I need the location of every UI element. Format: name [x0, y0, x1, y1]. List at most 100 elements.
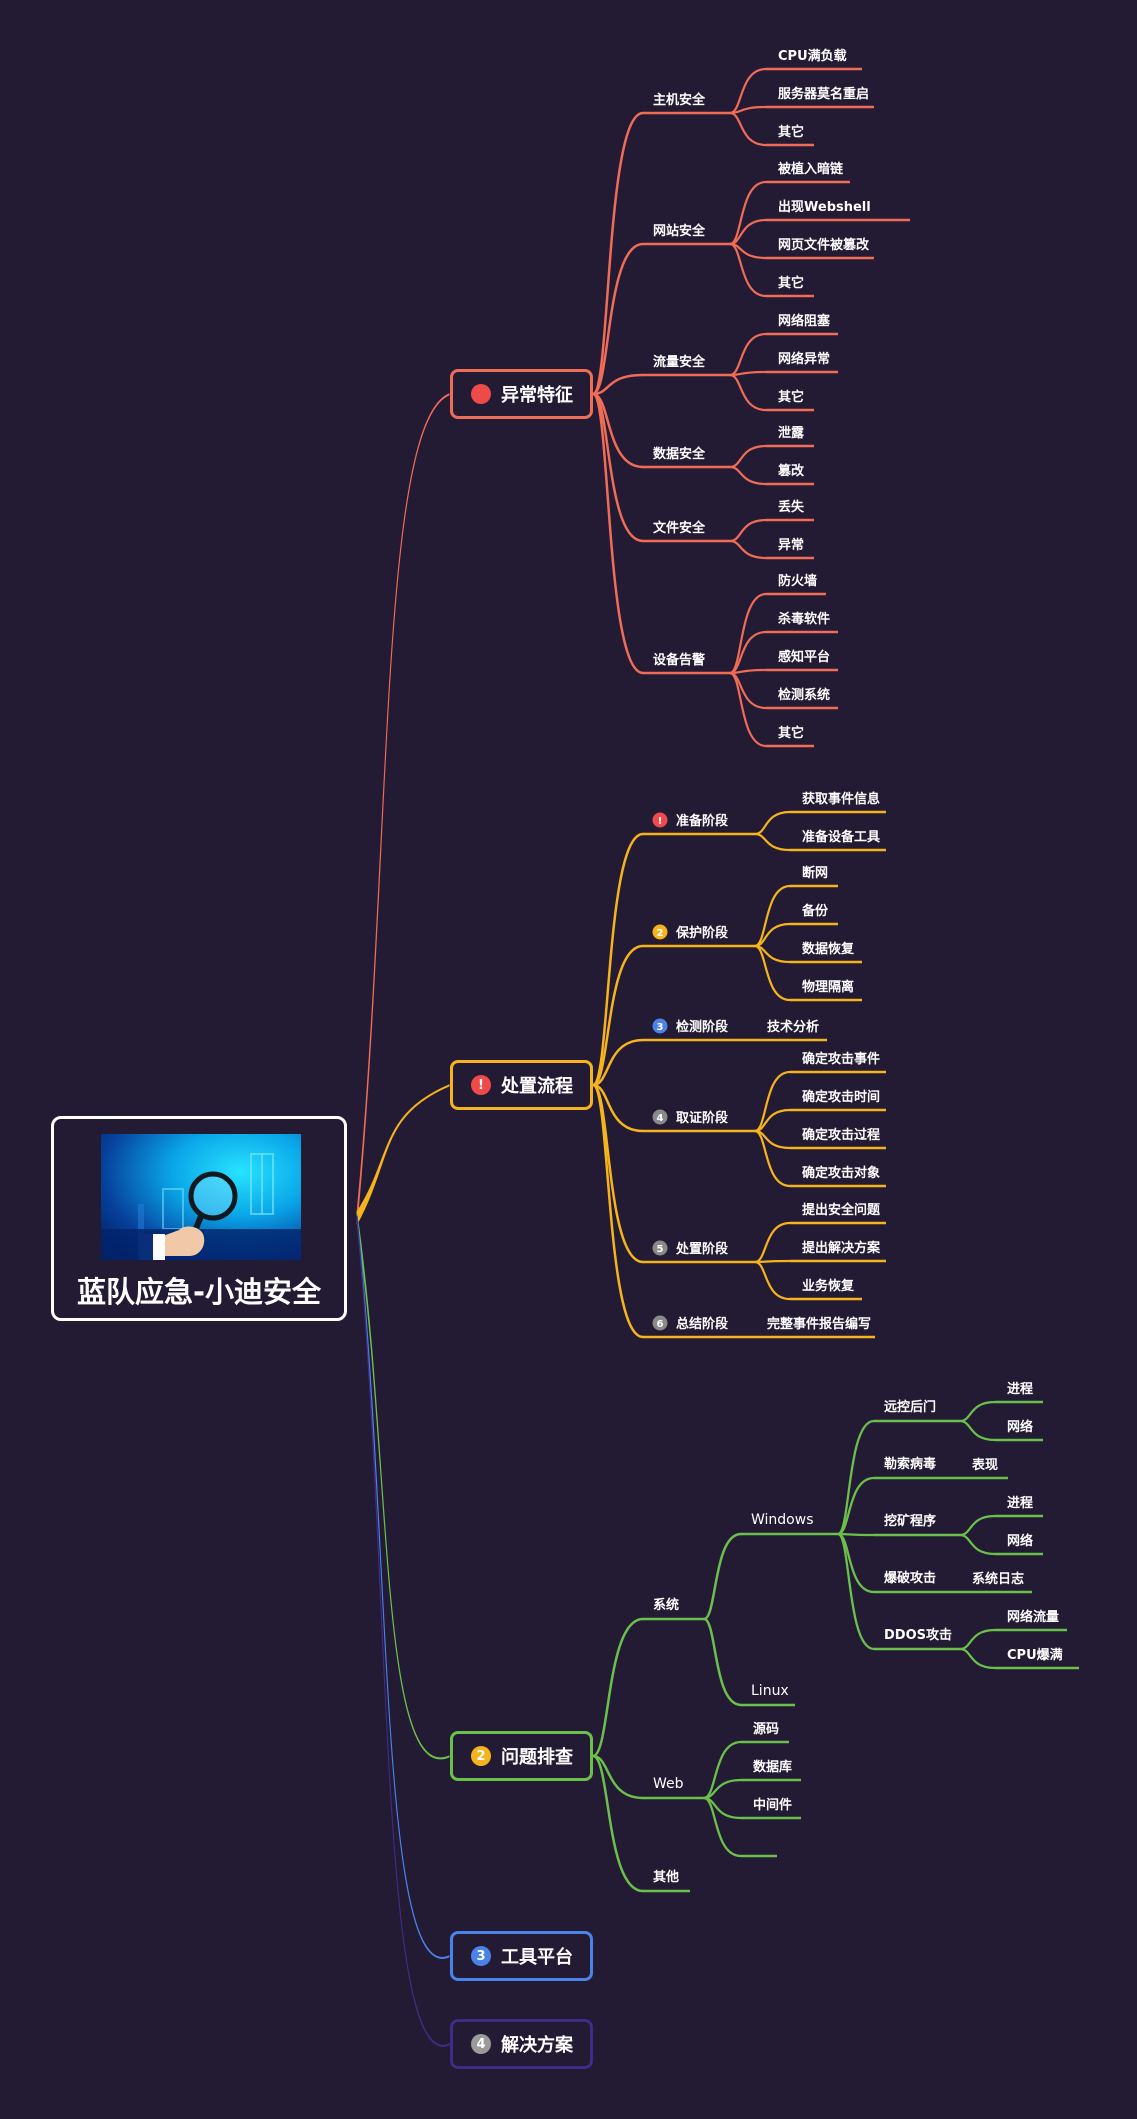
node-abnormal-features[interactable]: 异常特征: [450, 369, 593, 419]
phase-badge-icon: [652, 812, 668, 828]
abnormal-item-connector: [728, 332, 768, 377]
windows-leaf-label: 网络: [1007, 1419, 1033, 1435]
abnormal-item-label: 其它: [778, 725, 804, 741]
process-item-label: 数据恢复: [802, 941, 855, 957]
magnifier-hand-image: [101, 1134, 301, 1260]
node-tool-platform[interactable]: 3 工具平台: [450, 1931, 593, 1981]
node-handling-process[interactable]: ! 处置流程: [450, 1060, 593, 1110]
process-item-connector: [753, 832, 792, 852]
windows-leaf-connector: [958, 1647, 997, 1670]
windows-leaf-label: 网络流量: [1007, 1609, 1059, 1625]
root-node[interactable]: 蓝队应急-小迪安全: [51, 1116, 347, 1321]
abnormal-group-label: 设备告警: [653, 652, 705, 668]
node-abnormal-features-label: 异常特征: [501, 385, 573, 406]
process-phase-label: 处置阶段: [675, 1241, 728, 1257]
process-item-label: 确定攻击过程: [802, 1127, 880, 1143]
abnormal-item-connector: [728, 180, 768, 246]
root-title: 蓝队应急-小迪安全: [76, 1275, 322, 1309]
abnormal-item-label: 网络异常: [778, 351, 830, 367]
windows-leaf-label: 系统日志: [972, 1571, 1024, 1587]
abnormal-item-label: 篡改: [778, 463, 805, 479]
number-3-badge-icon: 3: [471, 1946, 491, 1966]
abnormal-item-connector: [728, 444, 768, 469]
process-item-label: 准备设备工具: [802, 829, 880, 845]
web-item-connector: [702, 1740, 743, 1800]
node-handling-process-label: 处置流程: [501, 1076, 573, 1097]
windows-leaf-label: 进程: [1007, 1382, 1033, 1397]
windows-connector: [702, 1532, 743, 1621]
phase-badge-icon: [652, 1109, 668, 1125]
process-item-connector: [753, 1070, 792, 1133]
abnormal-item-label: 丢失: [778, 499, 805, 515]
windows-leaf-label: CPU爆满: [1007, 1647, 1063, 1663]
abnormal-group-connector: [591, 242, 645, 396]
abnormal-group-label: 主机安全: [653, 92, 706, 108]
abnormal-item-connector: [728, 111, 768, 147]
phase-badge-icon-text: 3: [657, 1022, 664, 1033]
windows-item-label: 远控后门: [884, 1399, 936, 1415]
phase-badge-icon-text: 6: [657, 1319, 664, 1330]
phase-badge-icon-text: 4: [657, 1113, 664, 1124]
abnormal-item-label: 服务器莫名重启: [778, 86, 869, 102]
abnormal-item-label: 被植入暗链: [777, 161, 844, 177]
abnormal-item-connector: [728, 671, 768, 748]
windows-item-connector: [836, 1532, 876, 1651]
number-2-badge-icon: 2: [471, 1746, 491, 1766]
windows-item-label: DDOS攻击: [884, 1627, 952, 1643]
windows-leaf-label: 表现: [971, 1457, 998, 1473]
windows-leaf-label: 网络: [1007, 1533, 1033, 1549]
process-phase-connector: [591, 944, 645, 1087]
other-label: 其他: [653, 1869, 679, 1885]
abnormal-item-label: 其它: [778, 124, 804, 140]
abnormal-item-label: 网络阻塞: [778, 313, 831, 329]
web-label: Web: [653, 1776, 684, 1792]
phase-badge-icon: [652, 1315, 668, 1331]
process-phase-label: 保护阶段: [675, 925, 728, 941]
abnormal-item-connector: [728, 518, 768, 543]
abnormal-group-label: 网站安全: [653, 223, 706, 239]
web-item-label: 源码: [753, 1721, 779, 1737]
node-troubleshooting[interactable]: 2 问题排查: [450, 1731, 593, 1781]
linux-label: Linux: [751, 1683, 789, 1699]
abnormal-item-connector: [728, 465, 768, 486]
abnormal-item-label: 异常: [778, 537, 804, 553]
process-phase-connector: [591, 1083, 645, 1133]
abnormal-group-connector: [591, 392, 645, 543]
windows-item-connector: [836, 1532, 876, 1537]
windows-leaf-connector: [958, 1514, 997, 1537]
process-item-connector: [753, 1221, 792, 1264]
windows-leaf-connector: [958, 1628, 997, 1651]
abnormal-item-connector: [728, 242, 768, 260]
process-phase-connector: [591, 1038, 645, 1087]
process-phase-label: 准备阶段: [676, 813, 728, 829]
node-solutions-label: 解决方案: [501, 2035, 573, 2056]
phase-badge-icon-text: 5: [657, 1244, 664, 1255]
process-item-label: 获取事件信息: [802, 791, 880, 807]
abnormal-item-connector: [728, 539, 768, 560]
abnormal-item-label: 其它: [778, 389, 804, 405]
process-item-connector: [753, 810, 792, 836]
process-item-label: 断网: [802, 865, 828, 881]
process-item-label: 业务恢复: [802, 1278, 855, 1294]
web-item-connector: [702, 1778, 743, 1800]
node-solutions[interactable]: 4 解决方案: [450, 2019, 593, 2069]
root-to-abnormal-connector: [356, 393, 450, 1224]
root-to-process-connector: [356, 1084, 450, 1225]
root-to-troubleshoot-connector: [356, 1213, 450, 1760]
abnormal-item-label: 防火墙: [778, 573, 817, 589]
troubleshoot-system-connector: [591, 1617, 645, 1758]
windows-leaf-connector: [958, 1533, 997, 1556]
web-item-connector: [702, 1796, 743, 1858]
abnormal-item-connector: [728, 242, 768, 298]
process-phase-label: 总结阶段: [676, 1316, 728, 1332]
windows-leaf-label: 进程: [1007, 1496, 1033, 1511]
abnormal-item-label: CPU满负载: [778, 48, 847, 64]
abnormal-item-label: 网页文件被篡改: [778, 237, 870, 253]
windows-item-connector: [836, 1419, 876, 1536]
root-to-solutions-connector: [356, 1215, 450, 2047]
process-item-connector: [753, 884, 792, 948]
web-item-label: 中间件: [753, 1797, 792, 1813]
process-item-label: 物理隔离: [802, 979, 854, 995]
abnormal-item-connector: [728, 373, 768, 412]
